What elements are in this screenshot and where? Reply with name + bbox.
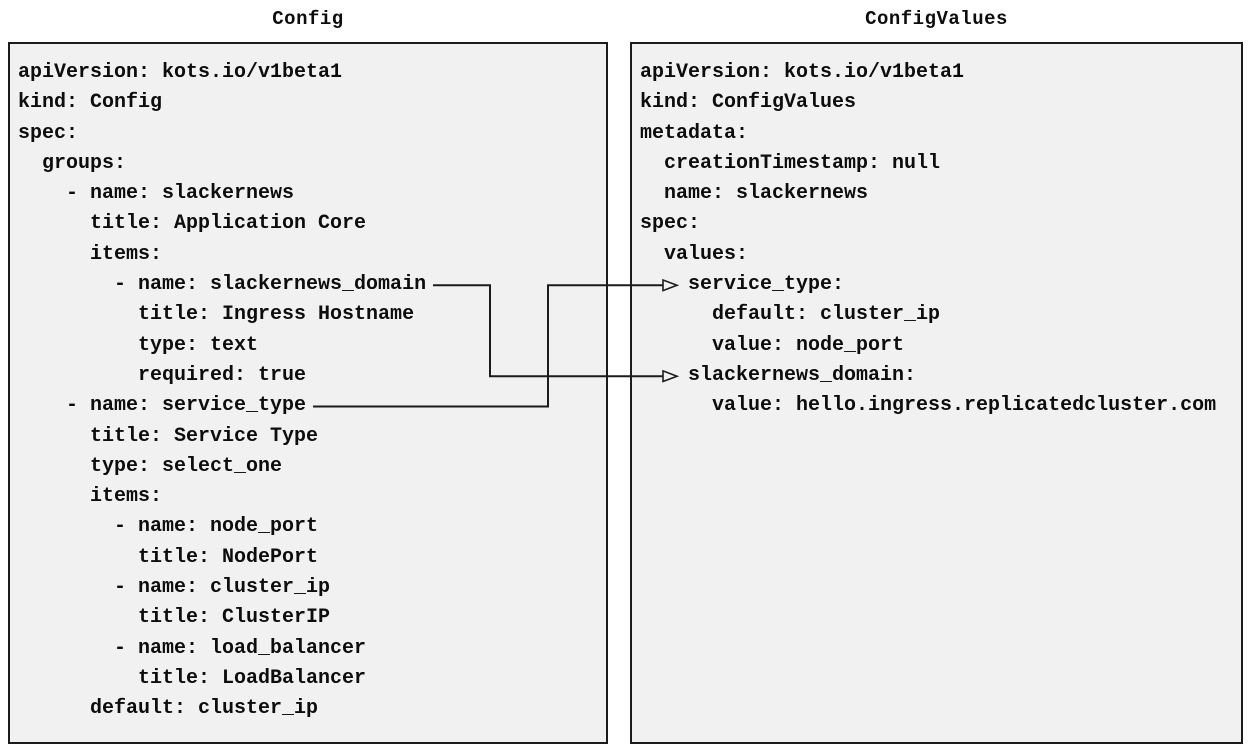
configvalues-panel: apiVersion: kots.io/v1beta1 kind: Config…	[630, 42, 1243, 744]
config-panel: apiVersion: kots.io/v1beta1 kind: Config…	[8, 42, 608, 744]
config-yaml-code: apiVersion: kots.io/v1beta1 kind: Config…	[18, 61, 427, 721]
configvalues-panel-title: ConfigValues	[865, 8, 1008, 30]
config-panel-title: Config	[272, 8, 344, 30]
configvalues-yaml-code: apiVersion: kots.io/v1beta1 kind: Config…	[640, 61, 1217, 418]
